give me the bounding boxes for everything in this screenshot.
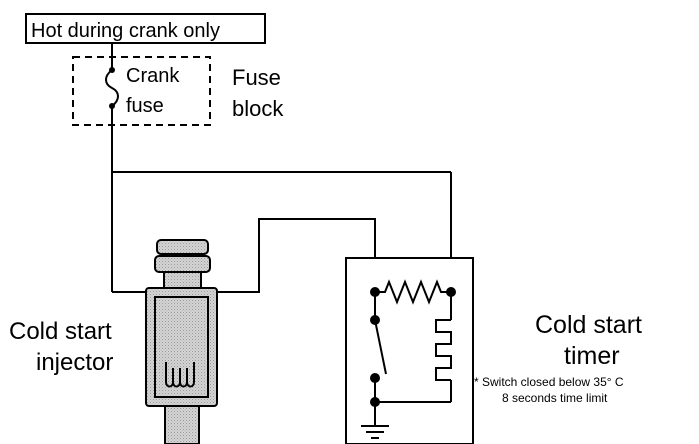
injector-nozzle	[164, 405, 200, 444]
switch-contact-bottom	[370, 373, 380, 383]
timer-terminal-left	[370, 287, 380, 297]
timer-label-line1: Cold start	[535, 311, 642, 339]
fuse-terminal-bottom	[109, 103, 115, 109]
crank-fuse-symbol	[105, 43, 119, 125]
cold-start-injector	[145, 239, 218, 444]
cold-start-timer	[345, 257, 474, 444]
injector-neck	[163, 271, 202, 289]
timer-heating-coil	[435, 319, 452, 381]
supply-label: Hot during crank only	[31, 20, 220, 42]
crank-fuse-label-line2: fuse	[126, 95, 164, 117]
fuse-block-outline	[72, 56, 211, 126]
fuse-block-label-line2: block	[232, 96, 284, 121]
fuse-terminal-top	[109, 67, 115, 73]
timer-label-line2: timer	[564, 342, 620, 370]
timer-housing	[345, 257, 474, 444]
injector-cap-top	[156, 239, 209, 255]
supply-label-box	[25, 13, 266, 44]
injector-label-line2: injector	[36, 349, 114, 376]
wiring	[111, 125, 452, 293]
timer-resistor	[375, 279, 451, 305]
timer-note-line2: 8 seconds time limit	[502, 391, 608, 405]
injector-coil	[165, 362, 195, 388]
ground-junction	[370, 397, 380, 407]
injector-cap-bottom	[154, 255, 211, 273]
timer-switch-arm	[374, 319, 387, 375]
crank-fuse-label-line1: Crank	[126, 65, 180, 87]
fuse-block-label-line1: Fuse	[232, 65, 281, 90]
timer-terminal-right	[446, 287, 456, 297]
timer-note-line1: * Switch closed below 35° C	[474, 375, 624, 389]
injector-coil-chamber	[154, 296, 209, 398]
switch-contact-top	[370, 315, 380, 325]
injector-label-line1: Cold start	[9, 318, 112, 345]
